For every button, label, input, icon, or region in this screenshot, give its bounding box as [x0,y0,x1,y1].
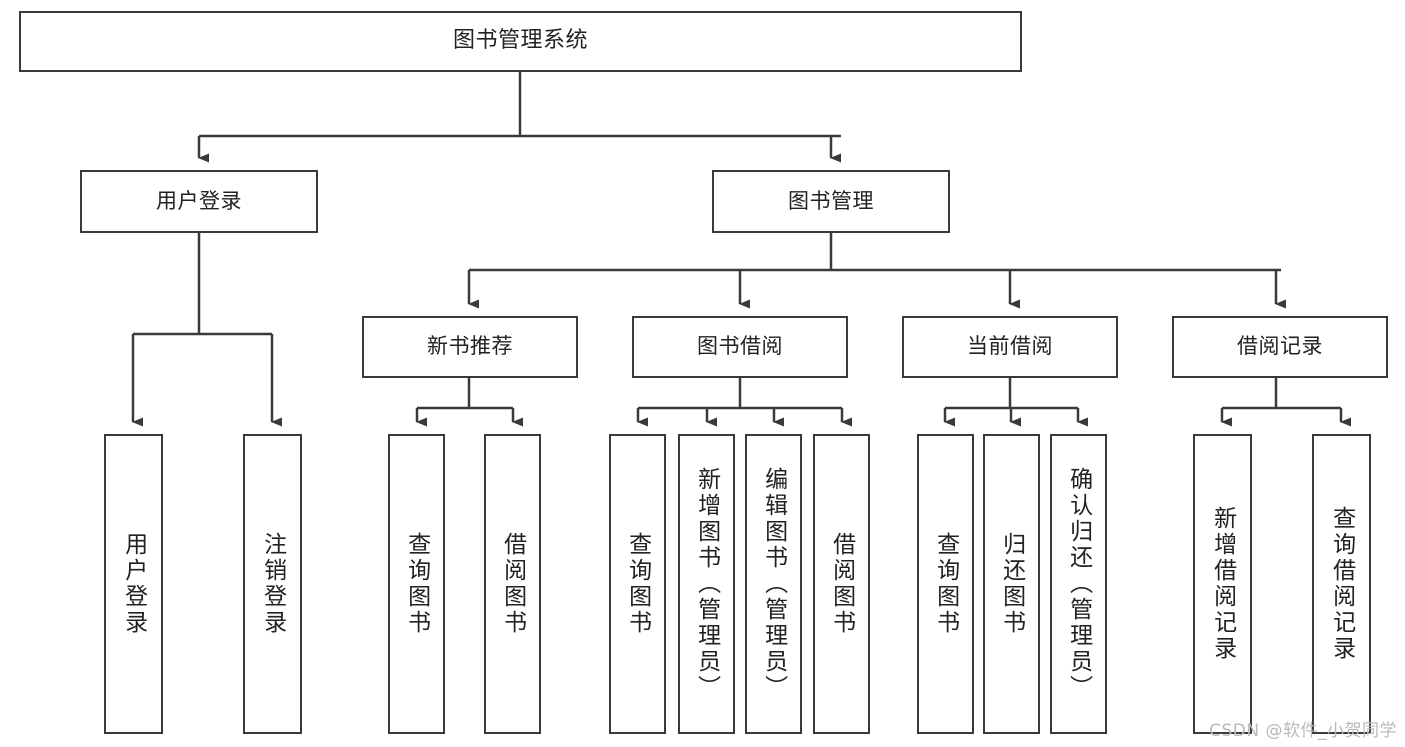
leaf-edit-book-admin[interactable]: 编辑图书（管理员） [745,434,802,734]
leaf-borrow-book[interactable]: 借阅图书 [813,434,870,734]
leaf-user-login[interactable]: 用户登录 [104,434,163,734]
node-label: 新增借阅记录 [1209,506,1236,662]
node-label: 查询图书 [932,532,959,636]
node-label: 图书借阅 [697,334,783,359]
node-label: 新增图书（管理员） [693,467,720,701]
node-label: 用户登录 [120,532,147,636]
node-book-borrow[interactable]: 图书借阅 [632,316,848,378]
leaf-borrow-book-newbook[interactable]: 借阅图书 [484,434,541,734]
leaf-query-book-current[interactable]: 查询图书 [917,434,974,734]
node-label: 确认归还（管理员） [1065,467,1092,701]
node-label: 图书管理 [788,188,874,213]
node-label: 图书管理系统 [452,28,588,54]
node-label: 查询图书 [403,532,430,636]
leaf-query-borrow-record[interactable]: 查询借阅记录 [1312,434,1371,734]
leaf-return-book[interactable]: 归还图书 [983,434,1040,734]
node-label: 归还图书 [998,532,1025,636]
leaf-add-book-admin[interactable]: 新增图书（管理员） [678,434,735,734]
node-label: 新书推荐 [427,334,513,359]
node-label: 用户登录 [156,188,242,213]
node-current-borrow[interactable]: 当前借阅 [902,316,1118,378]
node-borrow-record[interactable]: 借阅记录 [1172,316,1388,378]
node-label: 借阅图书 [828,532,855,636]
node-label: 当前借阅 [967,334,1053,359]
leaf-logout[interactable]: 注销登录 [243,434,302,734]
node-label: 借阅记录 [1237,334,1323,359]
node-user-login[interactable]: 用户登录 [80,170,318,233]
leaf-add-borrow-record[interactable]: 新增借阅记录 [1193,434,1252,734]
node-label: 查询图书 [624,532,651,636]
node-label: 查询借阅记录 [1328,506,1355,662]
leaf-confirm-return-admin[interactable]: 确认归还（管理员） [1050,434,1107,734]
node-root-book-management-system[interactable]: 图书管理系统 [19,11,1022,72]
node-book-management[interactable]: 图书管理 [712,170,950,233]
node-label: 借阅图书 [499,532,526,636]
leaf-query-book-newbook[interactable]: 查询图书 [388,434,445,734]
node-label: 注销登录 [259,532,286,636]
leaf-query-book-borrow[interactable]: 查询图书 [609,434,666,734]
node-label: 编辑图书（管理员） [760,467,787,701]
node-new-book-recommend[interactable]: 新书推荐 [362,316,578,378]
